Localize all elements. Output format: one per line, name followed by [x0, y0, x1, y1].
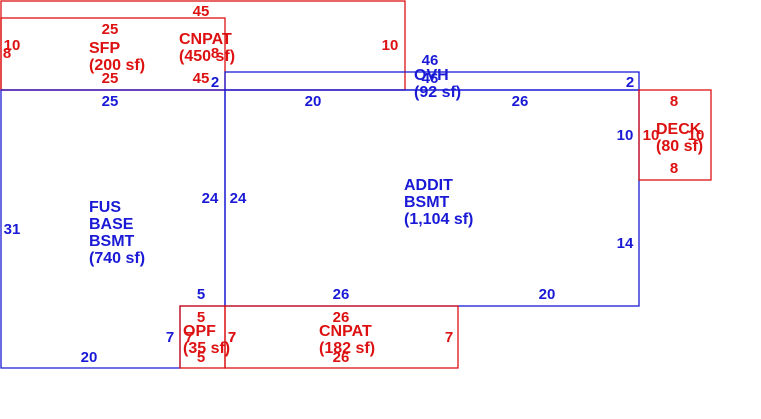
fus-base-bsmt-dimension-label: 7	[166, 329, 174, 346]
deck-label: DECK(80 sf)	[656, 121, 703, 155]
cnpat-top-dimension-label: 45	[193, 3, 210, 20]
cnpat-top-dimension-label: 45	[193, 70, 210, 87]
opf-dimension-label: 7	[228, 329, 236, 346]
cnpat-bottom-label: CNPAT(182 sf)	[319, 323, 375, 357]
ovh-dimension-label: 46	[422, 70, 439, 87]
deck-name-line: DECK	[656, 121, 702, 138]
sfp-dimension-label: 10	[4, 37, 21, 54]
deck-dimension-label: 8	[670, 93, 678, 110]
deck-outline	[638, 89, 712, 181]
deck-area-sf: (80 sf)	[656, 138, 703, 155]
sfp-label: SFP(200 sf)	[89, 40, 145, 74]
addit-bsmt-dimension-label: 24	[230, 190, 247, 207]
sfp-name-line: SFP	[89, 40, 120, 57]
opf-dimension-label: 5	[197, 309, 205, 326]
addit-bsmt-dimension-label: 10	[617, 127, 634, 144]
addit-bsmt-name-line: BSMT	[404, 194, 450, 211]
cnpat-bottom-dimension-label: 7	[228, 329, 236, 346]
fus-base-bsmt-name-line: BASE	[89, 216, 134, 233]
ovh-dimension-label: 46	[422, 52, 439, 69]
deck-dimension-label: 10	[643, 127, 660, 144]
opf-label: OPF(35 sf)	[183, 323, 230, 357]
deck-dimension-label: 10	[688, 127, 705, 144]
cnpat-top-name-line: CNPAT	[179, 31, 232, 48]
cnpat-bottom-area-sf: (182 sf)	[319, 340, 375, 357]
opf-name-line: OPF	[183, 323, 216, 340]
deck-dimension-label: 8	[670, 160, 678, 177]
fus-base-bsmt-dimension-label: 20	[81, 349, 98, 366]
cnpat-bottom-dimension-label: 26	[333, 349, 350, 366]
addit-bsmt-name-line: ADDIT	[404, 177, 453, 194]
cnpat-bottom-outline	[224, 305, 459, 369]
opf-dimension-label: 5	[197, 349, 205, 366]
sfp-dimension-label: 8	[3, 45, 11, 62]
ovh-dimension-label: 2	[211, 74, 219, 91]
fus-base-bsmt-area-sf: (740 sf)	[89, 250, 145, 267]
fus-base-bsmt-dimension-label: 25	[102, 93, 119, 110]
ovh-name-line: OVH	[414, 67, 449, 84]
cnpat-top-dimension-label: 10	[382, 37, 399, 54]
fus-base-bsmt-dimension-label: 24	[202, 190, 219, 207]
ovh-area-sf: (92 sf)	[414, 84, 461, 101]
addit-bsmt-dimension-label: 26	[512, 93, 529, 110]
cnpat-top-dimension-label: 8	[211, 45, 219, 62]
sfp-area-sf: (200 sf)	[89, 57, 145, 74]
fus-base-bsmt-name-line: BSMT	[89, 233, 135, 250]
cnpat-top-label: CNPAT(450 sf)	[179, 31, 235, 65]
cnpat-top-area-sf: (450 sf)	[179, 48, 235, 65]
outline-layer	[0, 0, 712, 369]
addit-bsmt-dimension-label: 14	[617, 235, 634, 252]
cnpat-bottom-dimension-label: 7	[445, 329, 453, 346]
sfp-dimension-label: 25	[102, 70, 119, 87]
fus-base-bsmt-name-line: FUS	[89, 199, 121, 216]
opf-dimension-label: 7	[185, 329, 193, 346]
addit-bsmt-dimension-label: 20	[305, 93, 322, 110]
fus-base-bsmt-dimension-label: 31	[4, 221, 21, 238]
ovh-label: OVH(92 sf)	[414, 67, 461, 101]
ovh-outline	[224, 71, 640, 91]
addit-bsmt-dimension-label: 20	[539, 286, 556, 303]
cnpat-bottom-name-line: CNPAT	[319, 323, 372, 340]
addit-bsmt-area-sf: (1,104 sf)	[404, 211, 473, 228]
ovh-dimension-label: 2	[626, 74, 634, 91]
addit-bsmt-dimension-label: 26	[333, 286, 350, 303]
sfp-dimension-label: 25	[102, 21, 119, 38]
fus-base-bsmt-dimension-label: 5	[197, 286, 205, 303]
cnpat-bottom-dimension-label: 26	[333, 309, 350, 326]
opf-area-sf: (35 sf)	[183, 340, 230, 357]
